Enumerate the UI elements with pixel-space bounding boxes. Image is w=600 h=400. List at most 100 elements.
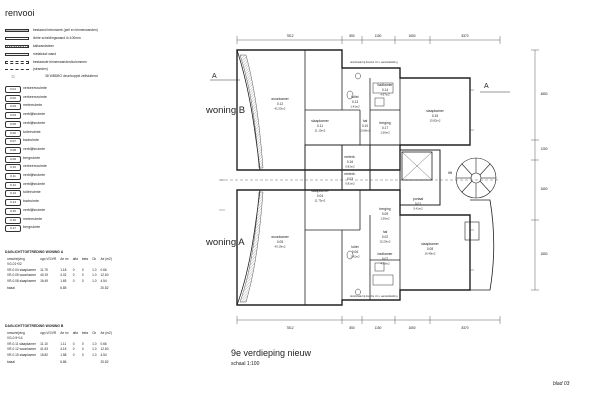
room-name: toilet [351, 245, 358, 249]
table-cell: 11.10 [40, 341, 48, 346]
dimension-right [531, 49, 539, 291]
table-title: DAGLICHTTOETREDING WONING B [5, 324, 64, 328]
table-cell: alfa [72, 330, 78, 335]
legend-swatch [5, 29, 29, 32]
dimension-label: 7812 [286, 326, 293, 330]
sheet-title: 9e verdieping nieuw [231, 348, 312, 358]
room-labels: woonkamer0.1241.53m2slaapkamer0.1111.10m… [271, 83, 444, 266]
room-name: hal [383, 230, 388, 234]
room-code-name: verblijfsruimte [23, 207, 46, 212]
table-cell: 20.82 [100, 286, 109, 291]
dimension-label: 7812 [286, 34, 293, 38]
table-cell: 0 [72, 273, 75, 278]
table-row: VG-01+02 [5, 262, 114, 268]
table-cell: 1.0 [92, 347, 97, 352]
room-code-name: badruimte [23, 199, 39, 204]
legend-line: metalstud wand [5, 51, 155, 58]
table-cell: 6.85 [60, 286, 67, 291]
table-cell: VG-0.9+14 [7, 336, 23, 341]
legend-label: lichte scheidingswand d=100mm [33, 36, 81, 40]
table-cell: 1.58 [60, 352, 67, 357]
woning-b-label: woning B [205, 105, 245, 116]
dimension-label: 1150 [375, 34, 382, 38]
table-cell: beta [81, 256, 89, 261]
room-code-badge: 0.14 [5, 199, 21, 207]
room-code: 0.05 [277, 240, 283, 244]
annotation-note: doorbraak bij douche t.b.v. aansluitleid… [350, 60, 398, 64]
table-cell: 1.0 [92, 267, 97, 272]
legend-swatch [5, 69, 29, 70]
table-cell: 0 [72, 341, 75, 346]
room-code-name: verblijfsruimte [23, 146, 46, 151]
room-name: slaapkamer [421, 242, 439, 246]
room-area: 4.79m2 [380, 262, 390, 266]
facade-hatch [239, 54, 264, 169]
room-area: 11.10m2 [315, 129, 326, 133]
table-row: VG-0.9+14 [5, 336, 114, 342]
room-code-name: meterruimte [23, 216, 43, 221]
room-code-badge: 0.01 [5, 86, 21, 93]
room-code-name: bergruimte [23, 225, 41, 230]
table-cell: Ae (m2) [100, 256, 112, 261]
interior-walls-b [304, 50, 401, 145]
room-area: 11.75m2 [315, 199, 326, 203]
svg-text:A: A [484, 83, 489, 90]
dimension-top [236, 36, 501, 44]
room-code-badge: 0.11 [5, 173, 21, 180]
legend-line: kalkzandsteen [5, 43, 155, 50]
room-code: 0.16 [347, 160, 353, 164]
room-code: 0.02 [382, 235, 388, 239]
table-cell: 0 [81, 273, 84, 278]
table-cell: VR-0.11 slaapkamer [7, 341, 36, 346]
room-name: meterk. [344, 172, 355, 176]
legend-line: lichte scheidingswand d=100mm [5, 35, 155, 42]
table-cell [80, 358, 90, 366]
table-cell: VR-0.08 slaapkamer [7, 278, 37, 283]
room-name: slaapkamer [311, 189, 329, 193]
room-name: portaal [413, 197, 424, 201]
table-cell: Cb [92, 330, 97, 335]
room-code-badge: 0.05 [5, 120, 21, 128]
table-cell: 41.53 [40, 347, 49, 352]
legend-swatch [5, 45, 29, 48]
section-mark-left: A [210, 73, 240, 81]
dimension-label: 8370 [461, 326, 468, 330]
legend-line: bestaand betonwerk (peil en binnenwanden… [5, 27, 155, 34]
dimension-label: 1650 [408, 326, 415, 330]
room-area: 0.81m2 [345, 165, 355, 169]
room-code-badge: 0.07 [5, 138, 21, 146]
table-cell: 12.60 [100, 273, 109, 278]
table-cell: 0 [81, 347, 84, 352]
table-cell: opp.VG/VR [40, 330, 57, 335]
room-code-badge: 0.08 [5, 146, 21, 154]
table-cell: 20.82 [100, 360, 109, 365]
table-cell: 40.19 [40, 273, 49, 278]
dimension-label: 1850 [540, 252, 547, 256]
room-area: 15.29m2 [380, 240, 391, 244]
table-cell: 0.66 [100, 341, 107, 346]
table-cell [71, 284, 80, 292]
sheet-number: blad 03 [553, 381, 570, 387]
room-code-badge: 0.12 [5, 181, 21, 189]
sheet-scale: schaal 1:100 [231, 361, 260, 367]
room-code: 0.07 [382, 257, 388, 261]
legend-label: kalkzandsteen [33, 44, 55, 48]
room-code-badge: 0.10 [5, 164, 21, 172]
room-name: slaapkamer [311, 119, 329, 123]
room-code: 0.06 [352, 250, 358, 254]
room-area: 5.41m2 [413, 207, 423, 211]
table-cell: totaal [7, 286, 15, 291]
room-code: 0.13 [352, 100, 358, 104]
room-code-badge: 0.15 [5, 207, 21, 215]
table-cell: omschrijving [7, 256, 25, 261]
legend-label: (stramien) [33, 67, 48, 71]
room-code-name: meterruimte [23, 103, 43, 108]
table-cell [71, 358, 80, 366]
floor-plan: A A lift [205, 34, 548, 330]
